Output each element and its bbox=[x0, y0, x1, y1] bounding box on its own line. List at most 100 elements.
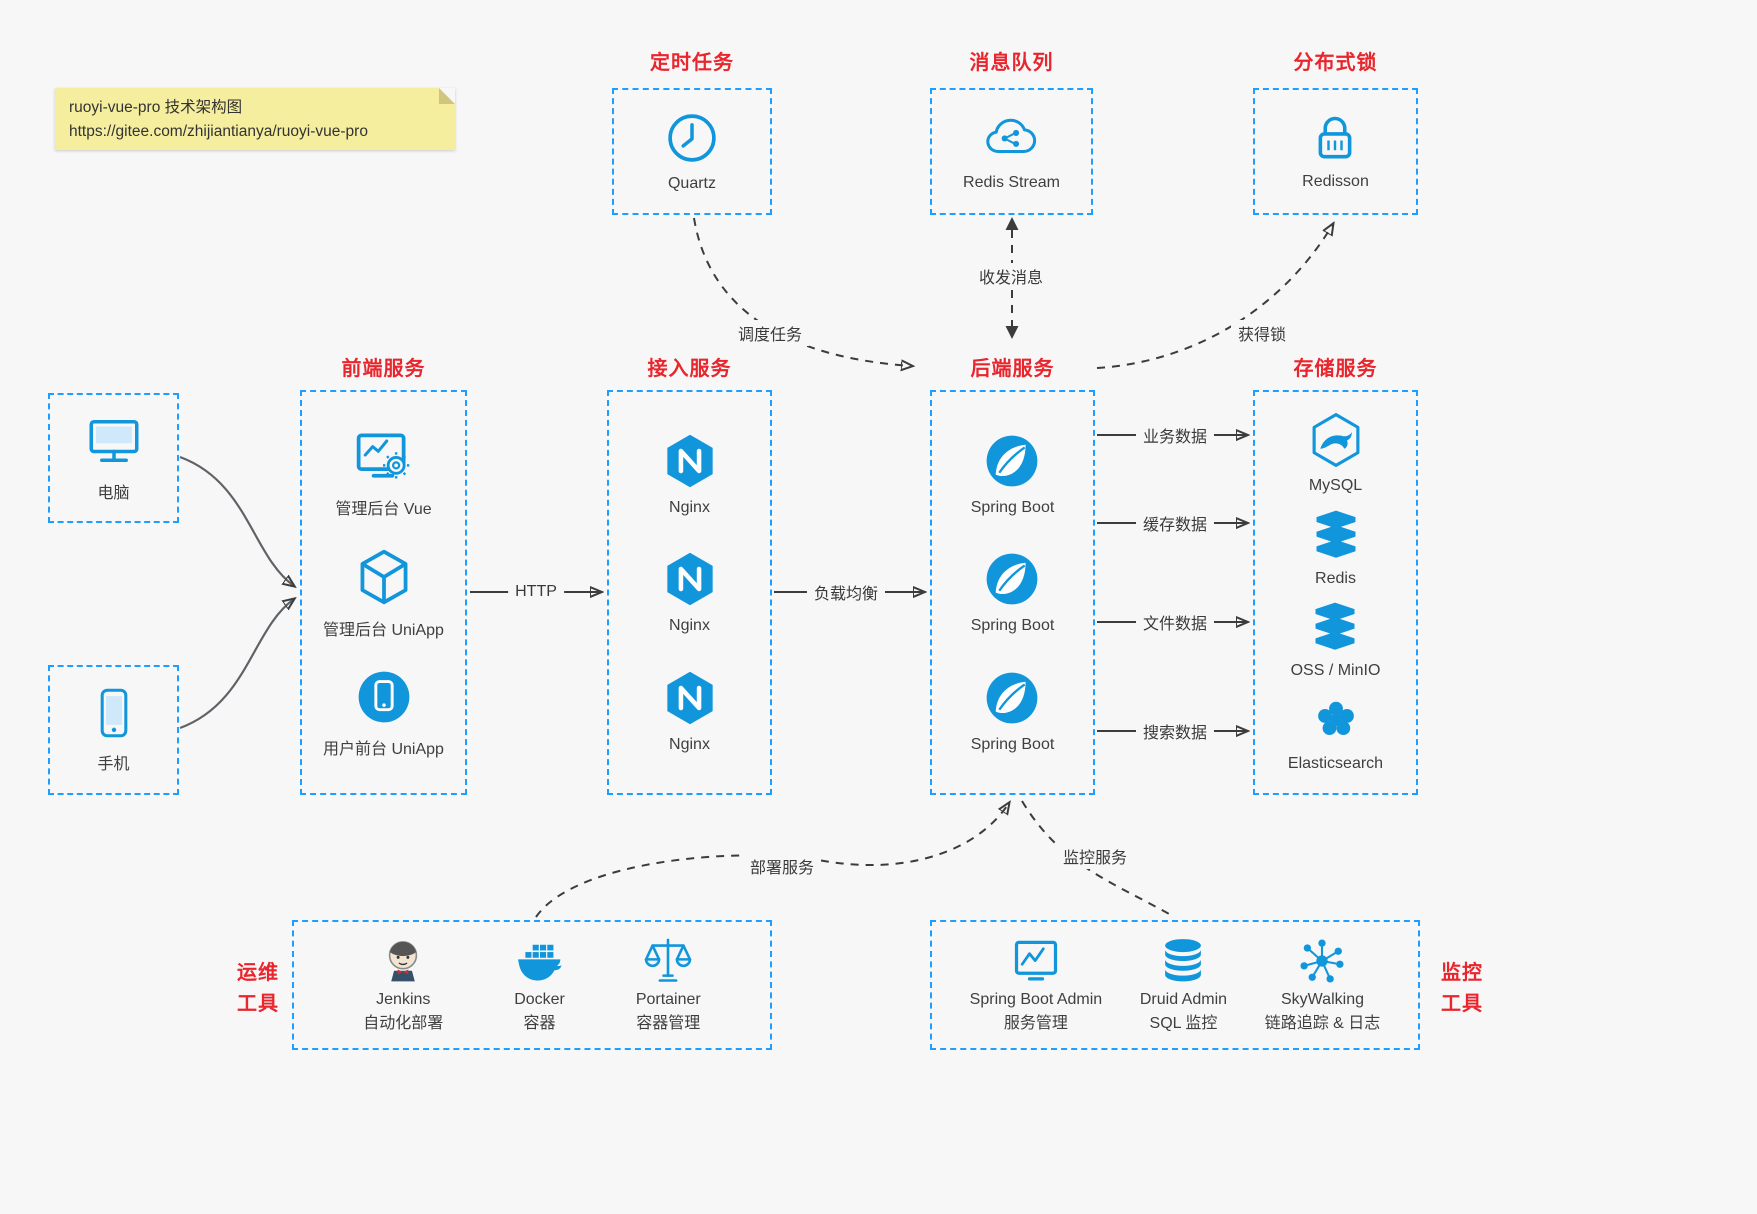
box-distributed-lock: Redisson bbox=[1253, 88, 1418, 215]
node-oss-minio: OSS / MinIO bbox=[1290, 601, 1381, 680]
spring-boot-icon bbox=[983, 669, 1041, 727]
tool-jenkins: Jenkins 自动化部署 bbox=[363, 935, 443, 1034]
title-gateway-services: 接入服务 bbox=[647, 358, 732, 380]
tool-name: Druid Admin bbox=[1139, 991, 1228, 1009]
note-title: ruoyi-vue-pro 技术架构图 bbox=[69, 99, 243, 116]
tool-druid-admin: Druid Admin SQL 监控 bbox=[1140, 935, 1227, 1034]
cloud-mq-icon bbox=[981, 111, 1041, 165]
monitor-tools-side-label: 监控 工具 bbox=[1436, 958, 1488, 1020]
jenkins-icon bbox=[377, 935, 429, 987]
node-label: Spring Boot bbox=[970, 735, 1055, 753]
phone-icon bbox=[87, 686, 141, 740]
node-label: Redis bbox=[1315, 569, 1356, 587]
edge-label-file-data: 文件数据 bbox=[1135, 609, 1215, 635]
node-springboot-1: Spring Boot bbox=[970, 432, 1055, 517]
spring-boot-icon bbox=[983, 550, 1041, 608]
druid-icon bbox=[1157, 935, 1209, 987]
portainer-icon bbox=[642, 935, 694, 987]
client-pc-label: 电脑 bbox=[97, 485, 130, 502]
node-redis-stream: Redis Stream bbox=[963, 111, 1060, 192]
box-client-pc: 电脑 bbox=[48, 393, 179, 523]
tool-desc: 容器 bbox=[523, 1015, 556, 1032]
monitor-side-line2: 工具 bbox=[1441, 993, 1483, 1015]
node-label: OSS / MinIO bbox=[1290, 662, 1381, 680]
tool-skywalking: SkyWalking 链路追踪 & 日志 bbox=[1265, 935, 1380, 1034]
node-redis: Redis bbox=[1310, 509, 1362, 588]
tool-name: SkyWalking bbox=[1281, 991, 1364, 1009]
uniapp-cube-icon bbox=[354, 547, 414, 607]
node-label: Elasticsearch bbox=[1287, 755, 1384, 773]
node-label: 管理后台 Vue bbox=[335, 501, 432, 518]
node-label: Nginx bbox=[669, 617, 710, 634]
edge-label-schedule-task: 调度任务 bbox=[730, 320, 810, 346]
node-label: Nginx bbox=[669, 735, 710, 753]
spring-boot-icon bbox=[983, 432, 1041, 490]
node-label: Redis Stream bbox=[963, 174, 1060, 191]
edge-label-http: HTTP bbox=[508, 582, 564, 602]
node-quartz: Quartz bbox=[664, 110, 720, 193]
node-springboot-3: Spring Boot bbox=[970, 669, 1055, 754]
mysql-icon bbox=[1308, 412, 1364, 468]
redis-stack-icon bbox=[1310, 509, 1362, 561]
lock-icon bbox=[1309, 112, 1361, 164]
uniapp-user-icon bbox=[355, 668, 413, 726]
title-backend-services: 后端服务 bbox=[970, 358, 1055, 380]
tool-spring-boot-admin: Spring Boot Admin 服务管理 bbox=[969, 935, 1103, 1034]
title-distributed-lock: 分布式锁 bbox=[1293, 52, 1378, 74]
node-mysql: MySQL bbox=[1308, 412, 1364, 495]
elasticsearch-icon bbox=[1310, 694, 1362, 746]
node-label: Quartz bbox=[667, 175, 716, 192]
node-label: MySQL bbox=[1308, 476, 1363, 494]
box-storage-services: MySQL Redis OSS / MinIO Elasticsearch bbox=[1253, 390, 1418, 795]
tool-desc: 容器管理 bbox=[636, 1015, 701, 1032]
nginx-icon bbox=[661, 550, 719, 608]
edge-pc-to-frontend bbox=[179, 455, 294, 586]
edge-label-deploy-service: 部署服务 bbox=[742, 853, 822, 879]
edge-label-cache-data: 缓存数据 bbox=[1135, 510, 1215, 536]
ops-side-line1: 运维 bbox=[237, 962, 279, 984]
nginx-icon bbox=[661, 432, 719, 490]
tool-name: Jenkins bbox=[376, 991, 431, 1009]
box-client-phone: 手机 bbox=[48, 665, 179, 795]
tool-portainer: Portainer 容器管理 bbox=[636, 935, 701, 1034]
node-redisson: Redisson bbox=[1302, 112, 1369, 191]
nginx-icon bbox=[661, 669, 719, 727]
title-storage-services: 存储服务 bbox=[1293, 358, 1378, 380]
box-frontend-services: 管理后台 Vue 管理后台 UniApp 用户前台 UniApp bbox=[300, 390, 467, 795]
skywalking-icon bbox=[1296, 935, 1348, 987]
node-label: Nginx bbox=[669, 498, 710, 516]
tool-name: Portainer bbox=[635, 991, 701, 1009]
edge-phone-to-frontend bbox=[179, 599, 294, 730]
monitor-icon bbox=[86, 413, 142, 469]
spring-boot-admin-icon bbox=[1010, 935, 1062, 987]
node-admin-vue: 管理后台 Vue bbox=[335, 426, 432, 519]
node-elasticsearch: Elasticsearch bbox=[1288, 694, 1383, 773]
node-nginx-2: Nginx bbox=[661, 550, 719, 635]
vue-admin-icon bbox=[353, 426, 413, 486]
node-nginx-3: Nginx bbox=[661, 669, 719, 754]
edge-label-business-data: 业务数据 bbox=[1135, 422, 1215, 448]
edge-label-acquire-lock: 获得锁 bbox=[1230, 320, 1294, 346]
node-label: Spring Boot bbox=[970, 498, 1055, 516]
title-frontend-services: 前端服务 bbox=[341, 358, 426, 380]
box-scheduled-tasks: Quartz bbox=[612, 88, 772, 215]
oss-stack-icon bbox=[1309, 601, 1361, 653]
tool-name: Docker bbox=[514, 991, 565, 1009]
tool-name: Spring Boot Admin bbox=[969, 991, 1103, 1009]
client-phone-label: 手机 bbox=[97, 756, 130, 773]
edge-label-send-receive-msg: 收发消息 bbox=[971, 263, 1051, 289]
note-url: https://gitee.com/zhijiantianya/ruoyi-vu… bbox=[69, 123, 368, 141]
tool-docker: Docker 容器 bbox=[513, 935, 567, 1034]
tool-desc: SQL 监控 bbox=[1149, 1015, 1218, 1032]
docker-icon bbox=[513, 935, 567, 987]
box-ops-tools: Jenkins 自动化部署 Docker 容器 Portainer 容器管理 bbox=[292, 920, 772, 1050]
node-label: Spring Boot bbox=[970, 617, 1055, 634]
monitor-side-line1: 监控 bbox=[1441, 962, 1483, 984]
node-label: 管理后台 UniApp bbox=[323, 622, 444, 639]
node-user-uniapp: 用户前台 UniApp bbox=[323, 668, 444, 759]
edge-acquire-lock bbox=[1096, 224, 1333, 369]
ops-side-line2: 工具 bbox=[237, 993, 279, 1015]
edge-label-search-data: 搜索数据 bbox=[1135, 718, 1215, 744]
